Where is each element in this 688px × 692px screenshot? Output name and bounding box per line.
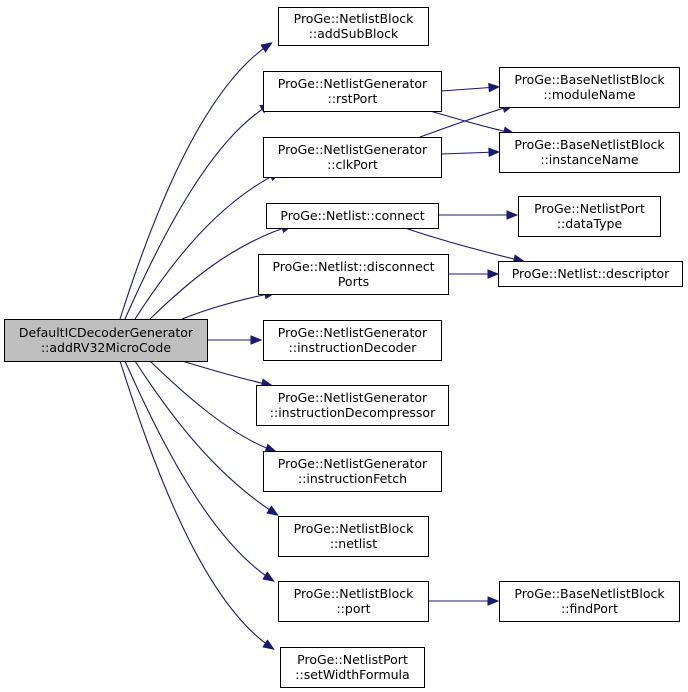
node-instructionDecoder[interactable]: ProGe::NetlistGenerator::instructionDeco… [263,320,442,361]
node-label: ::instructionDecompressor [270,405,436,420]
node-label: Ports [338,274,369,289]
node-label: ::netlist [330,536,377,551]
edge-root-rstPort [124,103,272,320]
node-rstPort[interactable]: ProGe::NetlistGenerator::rstPort [263,71,442,112]
edge-root-clkPort [134,171,281,320]
node-moduleName[interactable]: ProGe::BaseNetlistBlock::moduleName [499,67,680,108]
edge-port-findPort [428,596,500,606]
edge-root-addSubBlock [119,42,273,320]
node-label: ProGe::NetlistBlock [294,11,415,26]
node-instanceName[interactable]: ProGe::BaseNetlistBlock::instanceName [499,132,680,173]
node-label: ProGe::NetlistPort [534,201,645,216]
node-label: ProGe::BaseNetlistBlock [514,137,665,152]
node-dataType[interactable]: ProGe::NetlistPort::dataType [518,196,661,237]
node-label: ::addSubBlock [309,26,399,41]
nodes-layer: DefaultICDecoderGenerator::addRV32MicroC… [4,7,683,688]
node-netlist[interactable]: ProGe::NetlistBlock::netlist [278,516,429,557]
node-label: ProGe::BaseNetlistBlock [514,586,665,601]
edge-connect-dataType [438,210,519,220]
edge-rstPort-moduleName [440,82,501,93]
node-label: ::dataType [557,216,623,231]
edge-disconnectPorts-descriptor [448,269,500,279]
node-instructionFetch[interactable]: ProGe::NetlistGenerator::instructionFetc… [263,451,442,492]
node-label: DefaultICDecoderGenerator [19,325,194,340]
node-label: ProGe::NetlistBlock [294,521,415,536]
node-root[interactable]: DefaultICDecoderGenerator::addRV32MicroC… [4,319,208,362]
node-port[interactable]: ProGe::NetlistBlock::port [278,581,429,622]
node-label: ProGe::Netlist::disconnect [272,259,434,274]
node-label: ::findPort [561,601,618,616]
node-label: ProGe::NetlistGenerator [278,142,428,157]
edge-rstPort-instanceName [429,110,516,136]
node-instructionDecompressor[interactable]: ProGe::NetlistGenerator::instructionDeco… [256,385,449,426]
node-clkPort[interactable]: ProGe::NetlistGenerator::clkPort [263,137,442,178]
node-label: ::instructionFetch [298,471,407,486]
node-label: ProGe::NetlistGenerator [278,390,428,405]
node-label: ::clkPort [327,157,378,172]
node-addSubBlock[interactable]: ProGe::NetlistBlock::addSubBlock [278,7,429,46]
node-label: ProGe::BaseNetlistBlock [514,72,665,87]
node-label: ::addRV32MicroCode [41,340,171,355]
edge-root-port [124,360,275,582]
node-label: ::instructionDecoder [289,340,418,355]
node-label: ::moduleName [543,87,635,102]
edge-root-instructionDecoder [207,335,263,345]
node-descriptor[interactable]: ProGe::Netlist::descriptor [498,261,683,287]
node-connect[interactable]: ProGe::Netlist::connect [266,203,439,229]
node-label: ProGe::NetlistPort [297,652,408,667]
node-label: ::instanceName [540,152,639,167]
node-label: ProGe::NetlistGenerator [278,76,428,91]
edge-root-netlist [134,360,279,516]
node-label: ::rstPort [328,91,378,106]
node-setWidthFormula[interactable]: ProGe::NetlistPort::setWidthFormula [280,647,425,688]
node-label: ProGe::NetlistBlock [294,586,415,601]
edge-root-instructionDecompressor [181,360,274,388]
node-findPort[interactable]: ProGe::BaseNetlistBlock::findPort [499,581,680,622]
node-label: ProGe::Netlist::descriptor [512,266,670,281]
edge-root-setWidthFormula [119,360,275,650]
node-label: ::port [336,601,370,616]
node-label: ProGe::Netlist::connect [280,208,424,223]
node-label: ::setWidthFormula [295,667,409,682]
node-label: ProGe::NetlistGenerator [278,456,428,471]
node-label: ProGe::NetlistGenerator [278,325,428,340]
edge-clkPort-instanceName [440,147,501,158]
